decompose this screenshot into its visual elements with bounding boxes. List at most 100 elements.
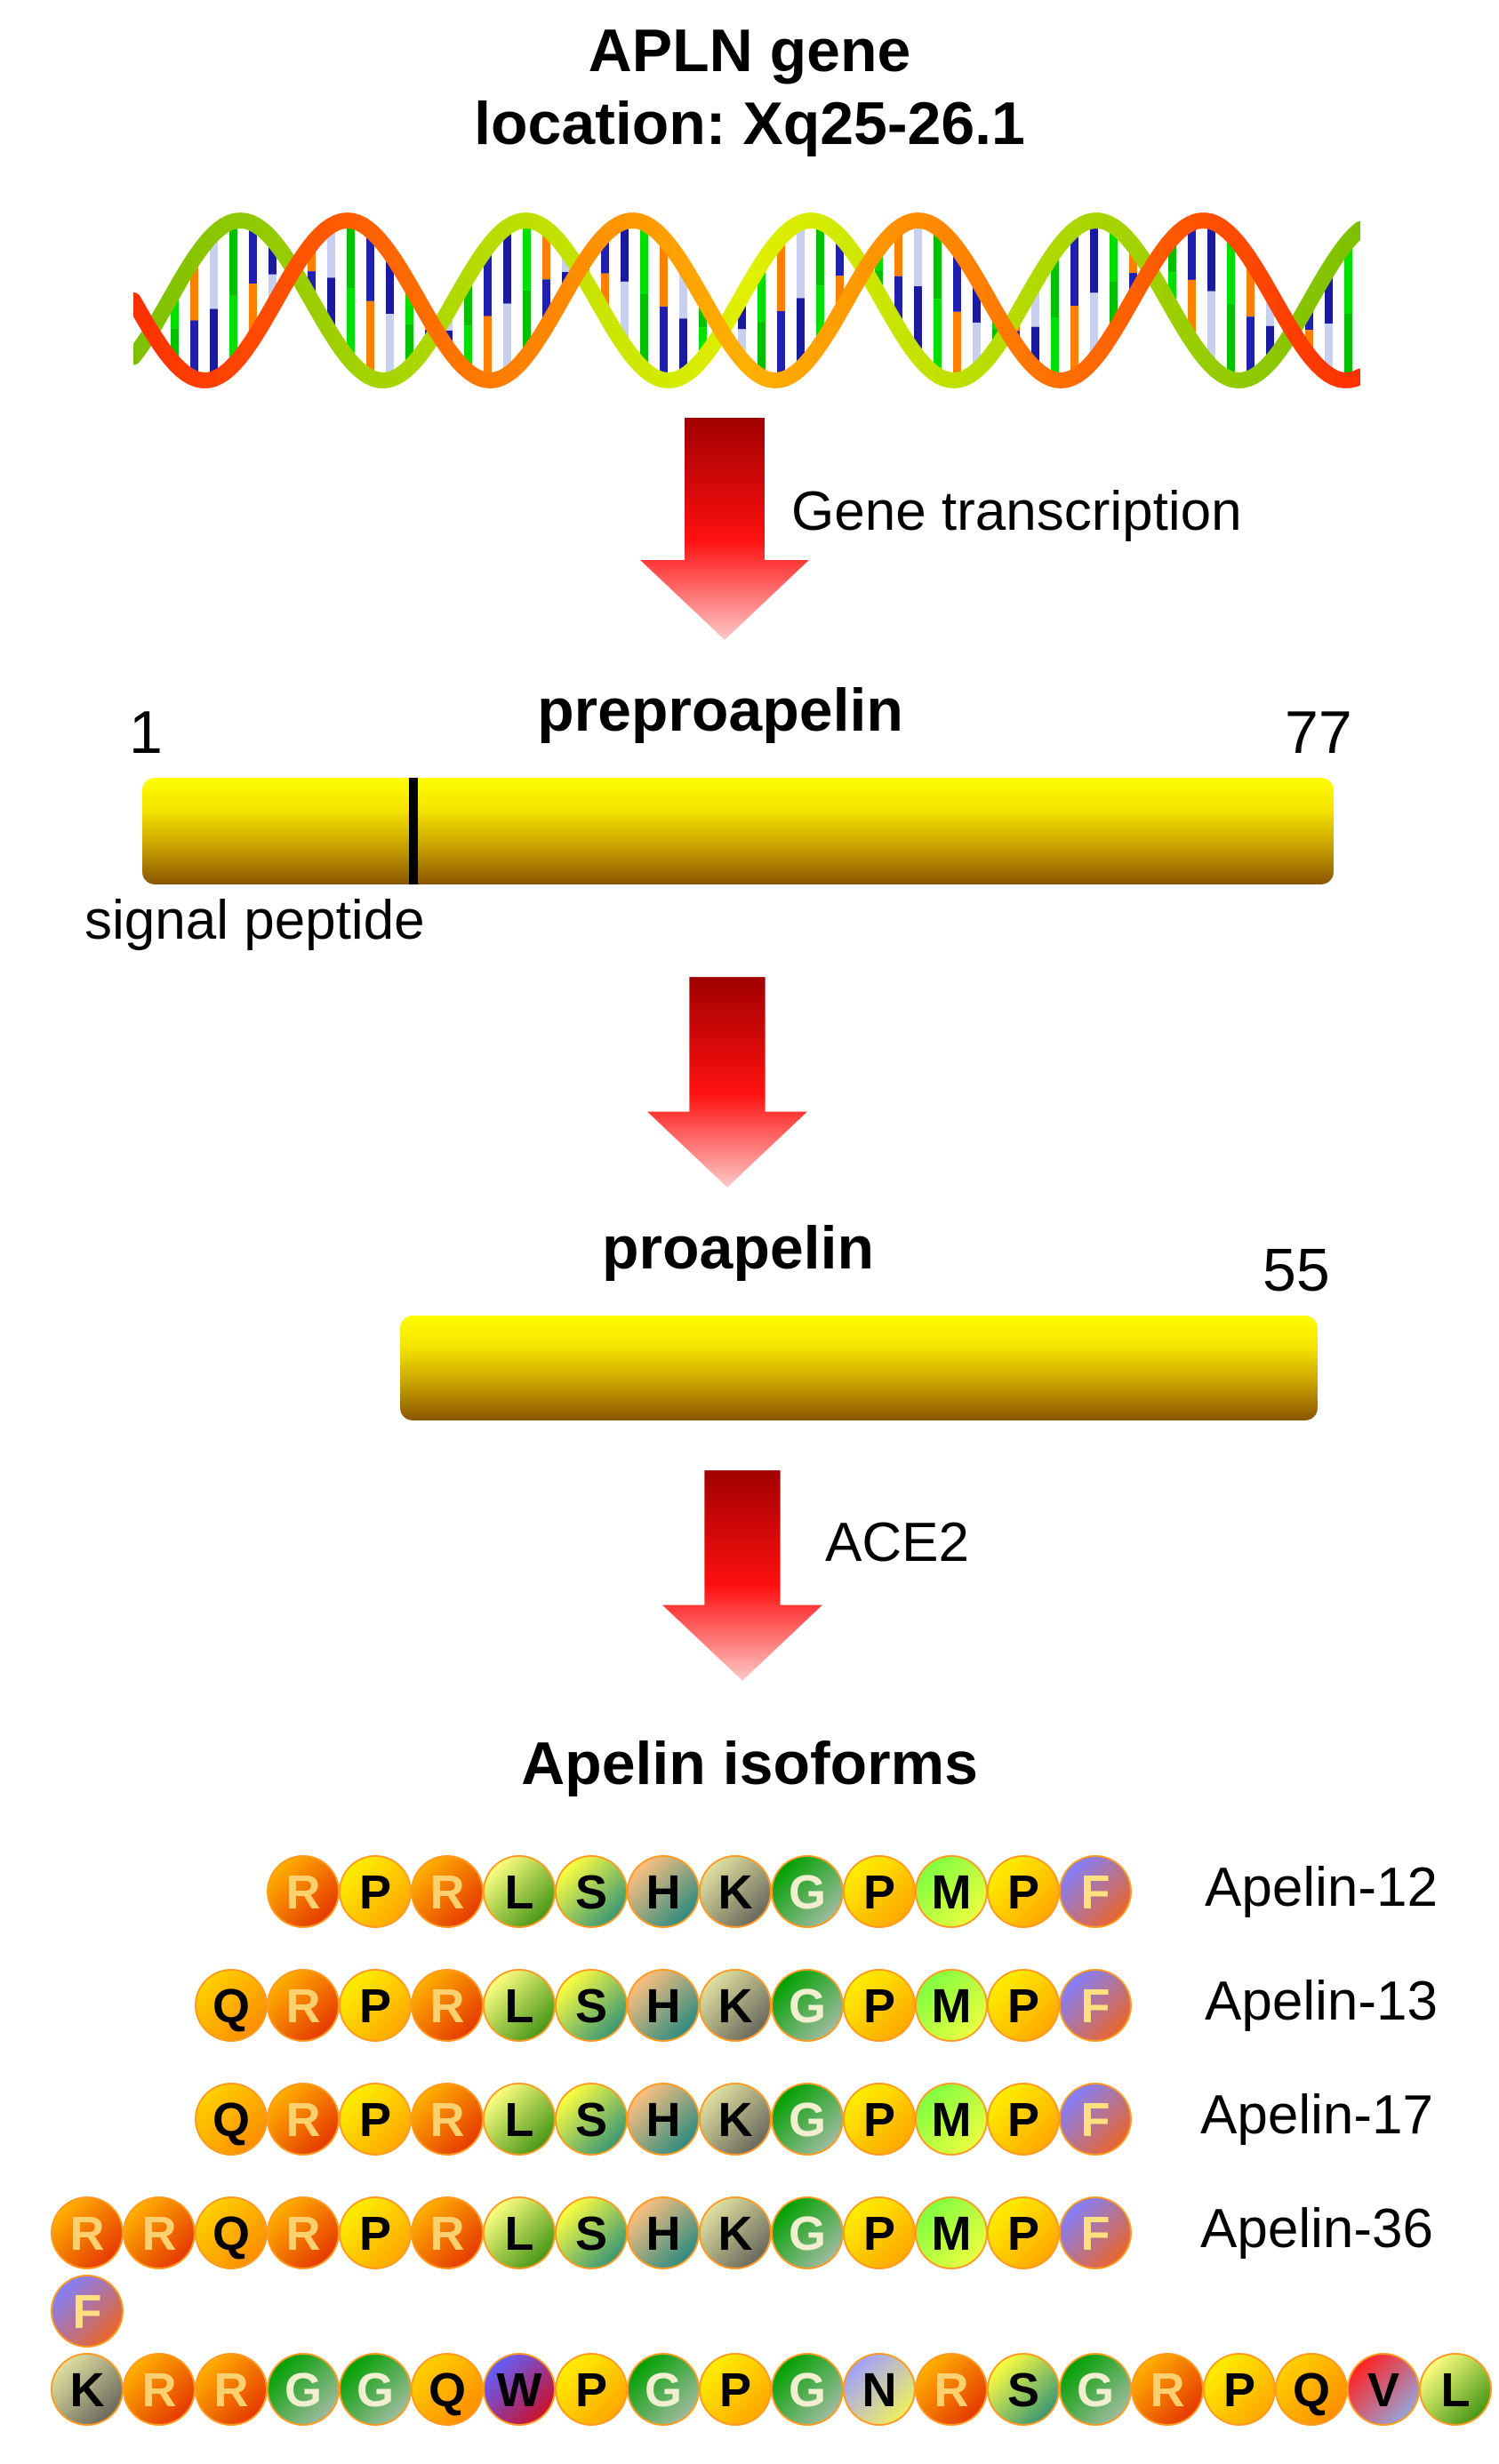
residue-F	[1059, 2083, 1132, 2156]
dna-base-pair	[1188, 225, 1196, 280]
dna-base-pair	[405, 277, 413, 324]
isoform-label-apelin-17: Apelin-17	[1200, 2084, 1433, 2146]
dna-base-pair	[484, 316, 492, 380]
residue-letter: G	[789, 1866, 826, 1919]
dna-base-pair	[1168, 272, 1176, 302]
transcription-label: Gene transcription	[791, 481, 1242, 542]
dna-base-pair	[308, 249, 316, 272]
residue-letter: G	[1077, 2364, 1114, 2417]
residue-letter: M	[932, 2093, 972, 2147]
dna-base-pair	[601, 239, 609, 274]
dna-base-pair	[679, 318, 687, 379]
dna-base-pair	[405, 324, 413, 372]
residue-letter: P	[863, 1980, 895, 2033]
dna-base-pair	[503, 303, 511, 378]
proapelin-bar	[400, 1316, 1318, 1420]
dna-base-pair	[601, 273, 609, 308]
residue-F	[1059, 2196, 1132, 2269]
dna-base-pair	[1168, 243, 1176, 273]
residue-letter: R	[430, 1980, 465, 2033]
dna-base-pair	[1227, 304, 1235, 378]
dna-base-pair	[1207, 220, 1215, 292]
dna-base-pair	[1227, 230, 1235, 305]
residue-letter: G	[789, 2207, 826, 2260]
dna-base-pair	[934, 225, 942, 300]
dna-base-pair	[1051, 317, 1059, 379]
dna-base-pair	[777, 242, 785, 311]
dna-base-pair	[914, 286, 922, 352]
residue-letter: R	[1150, 2364, 1185, 2417]
residue-letter: G	[285, 2364, 322, 2417]
dna-base-pair	[1344, 313, 1352, 380]
residue-letter: F	[1081, 1980, 1110, 2033]
dna-base-pair	[679, 259, 687, 319]
residue-letter: R	[430, 2093, 465, 2147]
residue-letter: Q	[212, 2093, 250, 2147]
dna-base-pair	[464, 325, 472, 368]
dna-base-pair	[327, 277, 335, 328]
dna-base-pair	[347, 288, 355, 356]
ace2-label: ACE2	[825, 1512, 969, 1573]
dna-base-pair	[269, 235, 277, 275]
residue-letter: M	[932, 1980, 972, 2033]
residue-letter: P	[863, 2207, 895, 2260]
residue-letter: P	[575, 2364, 607, 2417]
dna-base-pair	[1325, 324, 1333, 372]
residue-letter: M	[932, 1866, 972, 1919]
signal-peptide-marker	[409, 778, 418, 884]
residue-letter: K	[718, 1980, 753, 2033]
residue-letter: P	[359, 1980, 391, 2033]
gene-title-line1: APLN gene	[588, 17, 911, 84]
dna-base-pair	[621, 223, 629, 282]
dna-base-pair	[1344, 245, 1352, 314]
dna-base-pair	[894, 230, 902, 276]
proapelin-title: proapelin	[601, 1214, 875, 1282]
isoforms-title: Apelin isoforms	[521, 1730, 978, 1797]
residue-letter: P	[1007, 2093, 1039, 2147]
residue-letter: L	[1441, 2364, 1471, 2417]
dna-base-pair	[523, 290, 531, 361]
dna-base-pair	[484, 252, 492, 316]
dna-base-pair	[1070, 306, 1078, 379]
isoform-label-apelin-12: Apelin-12	[1205, 1857, 1438, 1918]
residue-letter: K	[718, 2093, 753, 2147]
dna-base-pair	[953, 243, 961, 312]
residue-letter: P	[1007, 2207, 1039, 2260]
residue-letter: P	[719, 2364, 751, 2417]
residue-letter: P	[1223, 2364, 1255, 2417]
residue-letter: H	[646, 2207, 681, 2260]
residue-letter: R	[934, 2364, 969, 2417]
residue-letter: F	[1081, 1866, 1110, 1919]
residue-letter: L	[505, 1866, 534, 1919]
dna-base-pair	[1031, 326, 1039, 364]
dna-base-pair	[1031, 289, 1039, 327]
gene-title-line2: location: Xq25-26.1	[474, 90, 1025, 157]
residue-letter: S	[575, 1980, 607, 2033]
dna-base-pair	[229, 222, 237, 296]
dna-base-pair	[229, 295, 237, 370]
preproapelin-start: 1	[129, 699, 163, 766]
dna-base-pair	[542, 225, 550, 280]
isoform-label-apelin-13: Apelin-13	[1205, 1971, 1438, 2032]
residue-letter: S	[1007, 2364, 1039, 2417]
dna-base-pair	[1325, 275, 1333, 324]
residue-letter: R	[286, 2093, 321, 2147]
dna-base-pair	[758, 322, 766, 375]
dna-base-pair	[621, 281, 629, 340]
dna-base-pair	[738, 329, 746, 356]
residue-letter: R	[286, 1866, 321, 1919]
dna-base-pair	[1207, 291, 1215, 363]
dna-base-pair	[894, 276, 902, 322]
residue-letter: K	[718, 2207, 753, 2260]
dna-base-pair	[308, 271, 316, 293]
residue-letter: K	[70, 2364, 105, 2417]
dna-base-pair	[249, 284, 257, 346]
residue-letter: P	[359, 2207, 391, 2260]
residue-letter: R	[286, 1980, 321, 2033]
isoform-label-apelin-36: Apelin-36	[1200, 2198, 1433, 2260]
residue-letter: Q	[1293, 2364, 1330, 2417]
dna-base-pair	[953, 311, 961, 380]
residue-letter: P	[359, 1866, 391, 1919]
residue-letter: Q	[212, 1980, 250, 2033]
